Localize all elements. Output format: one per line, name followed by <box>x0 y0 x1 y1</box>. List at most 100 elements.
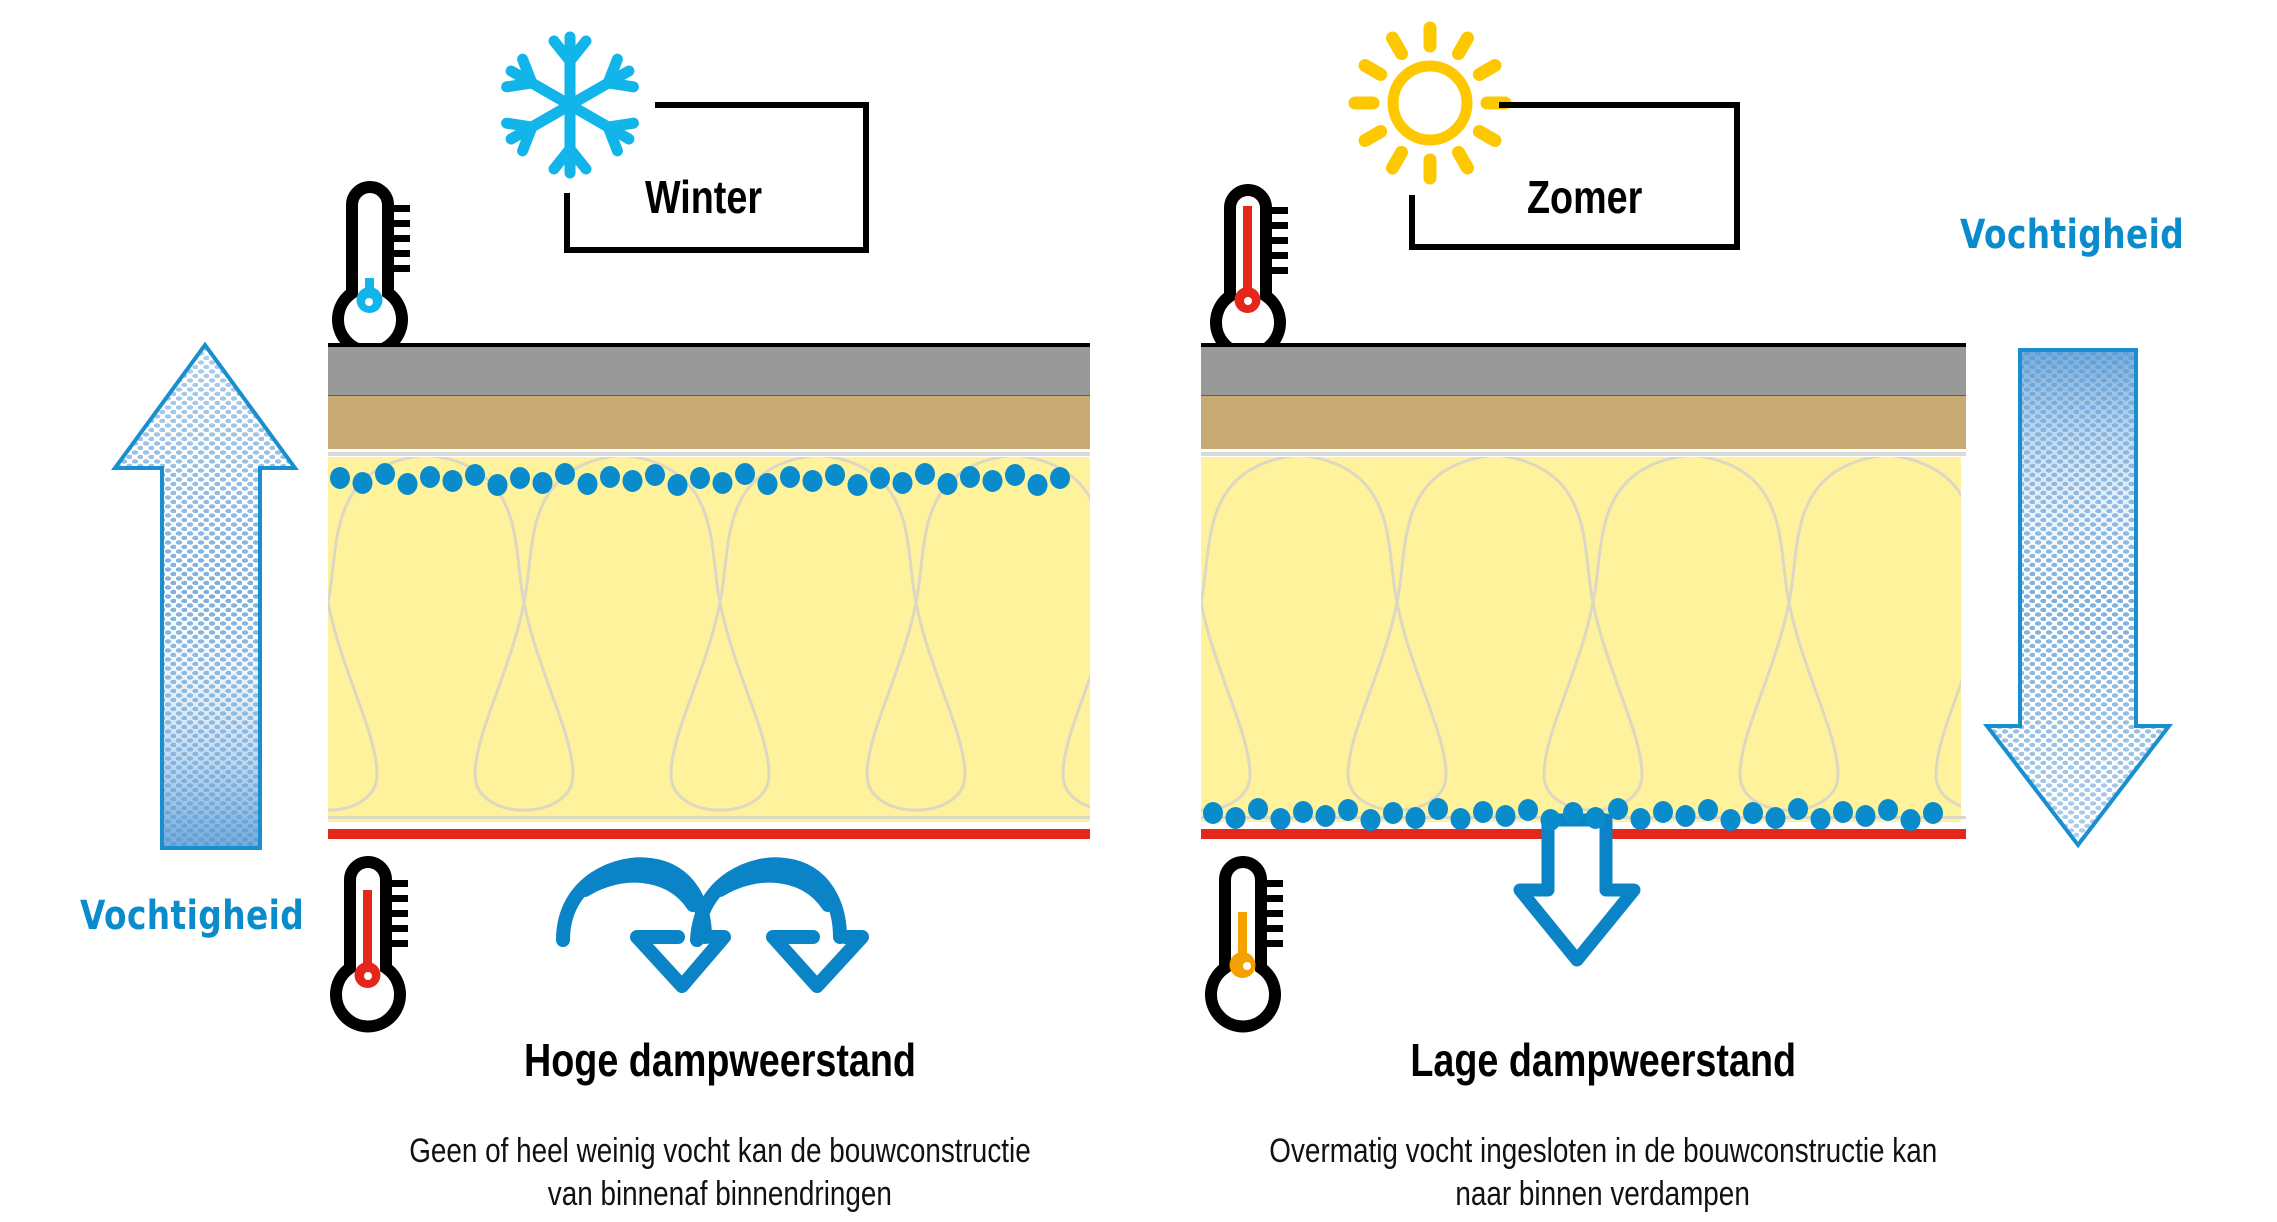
description-summer: Overmatig vocht ingesloten in de bouwcon… <box>1153 1130 2053 1216</box>
droplet <box>1518 799 1538 821</box>
droplet <box>1405 807 1426 829</box>
curved-arrows-icon <box>556 857 869 993</box>
sun-ray <box>1386 31 1408 61</box>
droplet <box>577 473 598 495</box>
droplet <box>915 463 935 485</box>
droplet <box>1338 799 1358 821</box>
droplet <box>1450 808 1471 830</box>
roof-section-winter <box>328 343 1090 839</box>
moisture-label-summer: Vochtigheid <box>1960 212 2185 258</box>
thermometer-cold-icon <box>332 181 410 358</box>
droplet <box>1540 809 1561 831</box>
droplet <box>442 470 463 492</box>
droplet <box>1698 799 1718 821</box>
evaporation-arrow-down <box>1513 813 1641 967</box>
droplet <box>982 470 1003 492</box>
droplet <box>1833 801 1853 823</box>
description-line: van binnenaf binnendringen <box>547 1175 893 1213</box>
droplet <box>1720 809 1741 831</box>
droplet <box>690 467 710 489</box>
droplet <box>487 474 508 496</box>
droplet <box>1653 801 1673 823</box>
droplet <box>1383 802 1403 824</box>
insulation-fiber <box>625 457 815 812</box>
droplet <box>1675 805 1696 827</box>
droplet <box>1878 799 1898 821</box>
droplet <box>1248 798 1268 820</box>
droplet <box>1585 807 1606 829</box>
droplet <box>1293 801 1313 823</box>
droplet <box>1473 801 1493 823</box>
droplet <box>960 466 980 488</box>
description-line: Geen of heel weinig vocht kan de bouwcon… <box>409 1132 1031 1170</box>
description-line: Overmatig vocht ingesloten in de bouwcon… <box>1269 1132 1937 1170</box>
droplet <box>1900 809 1921 831</box>
droplet <box>1855 805 1876 827</box>
thermometer-hot-icon <box>330 856 408 1033</box>
droplet <box>1608 798 1628 820</box>
droplet <box>735 463 755 485</box>
insulation-fiber <box>821 457 1011 812</box>
insulation-fiber <box>429 457 619 812</box>
winter-label-frame <box>564 102 869 253</box>
droplet <box>532 472 553 494</box>
droplet <box>1270 808 1291 830</box>
sun-ray <box>1472 59 1502 81</box>
droplet <box>1203 802 1223 824</box>
insulation-fiber <box>328 457 423 812</box>
sun-ray <box>1386 145 1408 175</box>
thermometer-hot-icon <box>1210 184 1288 361</box>
droplet <box>1495 805 1516 827</box>
season-label-summer: Zomer <box>1527 171 1643 223</box>
droplet <box>1788 798 1808 820</box>
condensation-droplets <box>330 463 1070 496</box>
sun-icon <box>1348 21 1512 185</box>
insulation-fiber <box>1201 457 1296 812</box>
droplet <box>645 464 665 486</box>
droplet <box>397 473 418 495</box>
droplet <box>1563 802 1583 824</box>
droplet <box>420 466 440 488</box>
droplet <box>1765 807 1786 829</box>
season-label-winter: Winter <box>645 171 763 223</box>
sun-ray <box>1472 125 1502 147</box>
droplet <box>1630 808 1651 830</box>
droplet <box>1225 807 1246 829</box>
roof-section-summer <box>1201 343 1966 839</box>
droplet <box>870 467 890 489</box>
snowflake-icon <box>503 31 637 173</box>
condensation-droplets <box>1203 798 1943 831</box>
droplet <box>667 474 688 496</box>
moisture-arrow-down <box>1982 348 2174 849</box>
droplet <box>1360 809 1381 831</box>
droplet <box>375 463 395 485</box>
droplet <box>510 467 530 489</box>
heading-summer: Lage dampweerstand <box>1410 1034 1796 1086</box>
thermometer-warm-icon <box>1205 856 1283 1033</box>
droplet <box>802 470 823 492</box>
droplet <box>465 464 485 486</box>
description-winter: Geen of heel weinig vocht kan de bouwcon… <box>270 1130 1170 1216</box>
sun-ray <box>1358 125 1388 147</box>
summer-label-frame <box>1409 102 1740 250</box>
heading-winter: Hoge dampweerstand <box>524 1034 916 1086</box>
droplet <box>555 463 575 485</box>
droplet <box>600 466 620 488</box>
droplet <box>1810 808 1831 830</box>
sun-ray <box>1358 59 1388 81</box>
moisture-label-winter: Vochtigheid <box>80 893 305 939</box>
droplet <box>1428 798 1448 820</box>
droplet <box>937 473 958 495</box>
droplet <box>825 464 845 486</box>
droplet <box>847 474 868 496</box>
droplet <box>780 466 800 488</box>
droplet <box>352 472 373 494</box>
droplet <box>1743 802 1763 824</box>
sun-ray <box>1452 145 1474 175</box>
droplet <box>712 472 733 494</box>
droplet <box>1005 464 1025 486</box>
droplet <box>1027 474 1048 496</box>
droplet <box>1315 805 1336 827</box>
droplet <box>1923 802 1943 824</box>
